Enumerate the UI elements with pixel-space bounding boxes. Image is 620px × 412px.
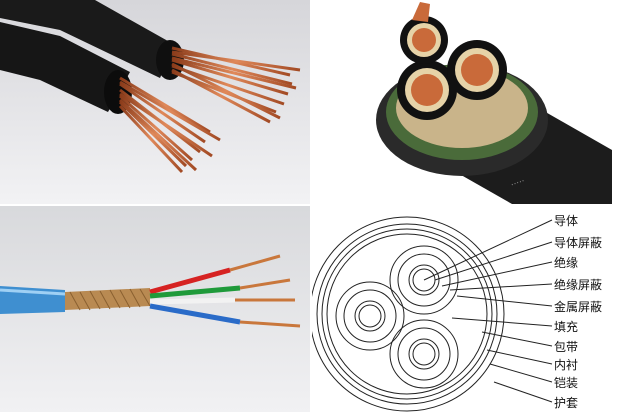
- diagram-label-inner-lining: 内衬: [554, 358, 578, 372]
- diagram-label-filler: 填充: [554, 319, 578, 334]
- diagram-label-armor: 铠装: [554, 375, 578, 390]
- shielded-signal-cable-photo: [0, 206, 310, 412]
- diagram-label-binding-tape: 包带: [554, 340, 578, 354]
- diagram-label-insulation-shield: 绝缘屏蔽: [554, 277, 602, 292]
- three-core-hv-cable-photo: ·····: [312, 0, 620, 204]
- diagram-label-sheath: 护套: [554, 396, 578, 410]
- cable-cross-section-diagram: 导体 导体屏蔽 绝缘 绝缘屏蔽 金属屏蔽 填充 包带 内衬 铠装 护套: [312, 206, 620, 412]
- stranded-copper-cable-photo: [0, 0, 310, 204]
- svg-text:·····: ·····: [510, 177, 527, 191]
- diagram-label-conductor: 导体: [554, 214, 578, 228]
- diagram-label-metal-shield: 金属屏蔽: [554, 299, 602, 314]
- diagram-label-insulation: 绝缘: [554, 255, 578, 270]
- diagram-label-conductor-shield: 导体屏蔽: [554, 236, 602, 250]
